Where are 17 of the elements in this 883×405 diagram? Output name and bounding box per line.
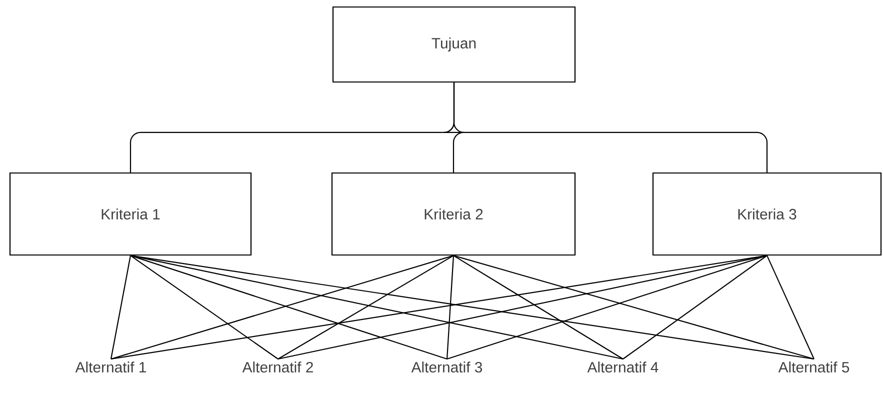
connector-line <box>130 255 278 360</box>
connector-line <box>453 82 768 172</box>
alternative-label: Alternatif 5 <box>778 362 850 373</box>
connector-line <box>622 255 768 360</box>
connector-line <box>766 255 814 360</box>
process-box: Kriteria 1 <box>9 172 252 256</box>
connector-line <box>278 255 454 360</box>
connector-line <box>446 256 454 360</box>
connector-line <box>110 255 132 360</box>
connector-line <box>453 255 624 360</box>
alternative-label: Alternatif 2 <box>242 362 313 373</box>
alternative-label: Alternatif 1 <box>75 362 146 373</box>
alternative-label: Alternatif 3 <box>411 362 482 373</box>
process-box: Kriteria 3 <box>652 172 882 256</box>
process-box: Tujuan <box>332 6 576 83</box>
alternative-label: Alternatif 4 <box>587 362 658 373</box>
process-box: Kriteria 2 <box>331 172 576 256</box>
